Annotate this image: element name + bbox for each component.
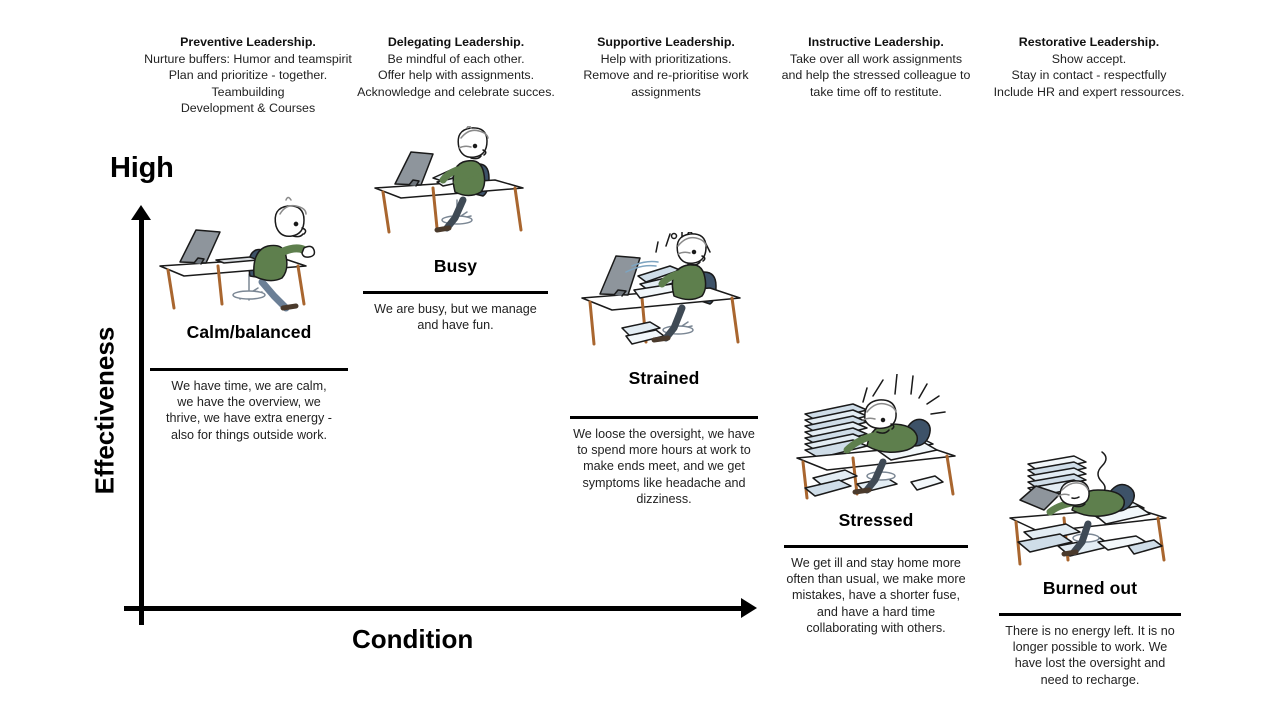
leadership-line: Acknowledge and celebrate succes. — [357, 84, 555, 99]
leadership-header-supportive: Supportive Leadership. Help with priorit… — [562, 34, 770, 100]
stage-divider — [784, 545, 968, 548]
leadership-title: Restorative Leadership. — [1018, 35, 1160, 49]
stressed-worker-illustration — [784, 374, 968, 502]
leadership-header-delegating: Delegating Leadership. Be mindful of eac… — [352, 34, 560, 100]
busy-worker-illustration — [363, 126, 548, 244]
y-axis-arrow-icon — [131, 205, 151, 220]
leadership-title: Preventive Leadership. — [180, 35, 316, 49]
stage-description: We loose the oversight, we have to spend… — [573, 427, 755, 506]
x-axis-label: Condition — [352, 624, 474, 654]
stage-divider — [570, 416, 758, 419]
burned-out-worker-illustration — [999, 446, 1181, 570]
y-axis-line — [139, 213, 144, 625]
leadership-header-restorative: Restorative Leadership. Show accept. Sta… — [984, 34, 1194, 100]
leadership-title: Delegating Leadership. — [387, 35, 525, 49]
leadership-line: assignments — [631, 84, 701, 99]
leadership-title: Supportive Leadership. — [597, 35, 735, 49]
stage-name: Calm/balanced — [186, 322, 312, 342]
stage-card-calm-balanced: Calm/balanced We have time, we are calm,… — [150, 196, 348, 443]
stage-name: Busy — [433, 256, 478, 276]
leadership-line: Take over all work assignments — [789, 52, 963, 67]
stage-card-burned-out: Burned out There is no energy left. It i… — [999, 446, 1181, 688]
stage-divider — [363, 291, 548, 294]
leadership-line: and help the stressed colleague to — [781, 68, 971, 83]
leadership-header-preventive: Preventive Leadership. Nurture buffers: … — [137, 34, 359, 116]
stage-name: Stressed — [838, 510, 914, 530]
stage-description: We get ill and stay home more often than… — [786, 556, 966, 635]
leadership-header-instructive: Instructive Leadership. Take over all wo… — [772, 34, 980, 100]
strained-worker-illustration — [570, 232, 758, 358]
leadership-line: Teambuilding — [211, 84, 285, 99]
leadership-line: Show accept. — [1051, 52, 1127, 67]
stage-description: We are busy, but we manage and have fun. — [374, 302, 537, 333]
leadership-title: Instructive Leadership. — [808, 35, 944, 49]
x-axis-arrow-icon — [741, 598, 757, 618]
stage-description: There is no energy left. It is no longer… — [1005, 624, 1175, 687]
leadership-line: Stay in contact - respectfully — [1011, 68, 1167, 83]
leadership-line: Help with prioritizations. — [600, 52, 732, 67]
stage-card-stressed: Stressed We get ill and stay home more o… — [784, 374, 968, 636]
stage-name: Burned out — [1042, 578, 1138, 598]
stage-divider — [999, 613, 1181, 616]
leadership-line: take time off to restitute. — [809, 84, 942, 99]
stage-description: We have time, we are calm, we have the o… — [166, 379, 332, 442]
stage-divider — [150, 368, 348, 371]
stage-card-strained: Strained We loose the oversight, we have… — [570, 232, 758, 507]
leadership-line: Development & Courses — [180, 100, 316, 115]
stage-name: Strained — [628, 368, 700, 388]
x-axis-line — [124, 606, 752, 611]
leadership-line: Offer help with assignments. — [377, 68, 535, 83]
leadership-line: Remove and re-prioritise work — [583, 68, 749, 83]
y-axis-label: Effectiveness — [89, 326, 120, 495]
leadership-line: Be mindful of each other. — [387, 52, 525, 67]
calm-worker-illustration — [150, 196, 348, 316]
leadership-line: Plan and prioritize - together. — [168, 68, 328, 83]
leadership-line: Include HR and expert ressources. — [993, 84, 1185, 99]
y-axis-high-label: High — [110, 152, 174, 184]
leadership-line: Nurture buffers: Humor and teamspirit — [144, 52, 352, 67]
stage-card-busy: Busy We are busy, but we manage and have… — [363, 126, 548, 333]
